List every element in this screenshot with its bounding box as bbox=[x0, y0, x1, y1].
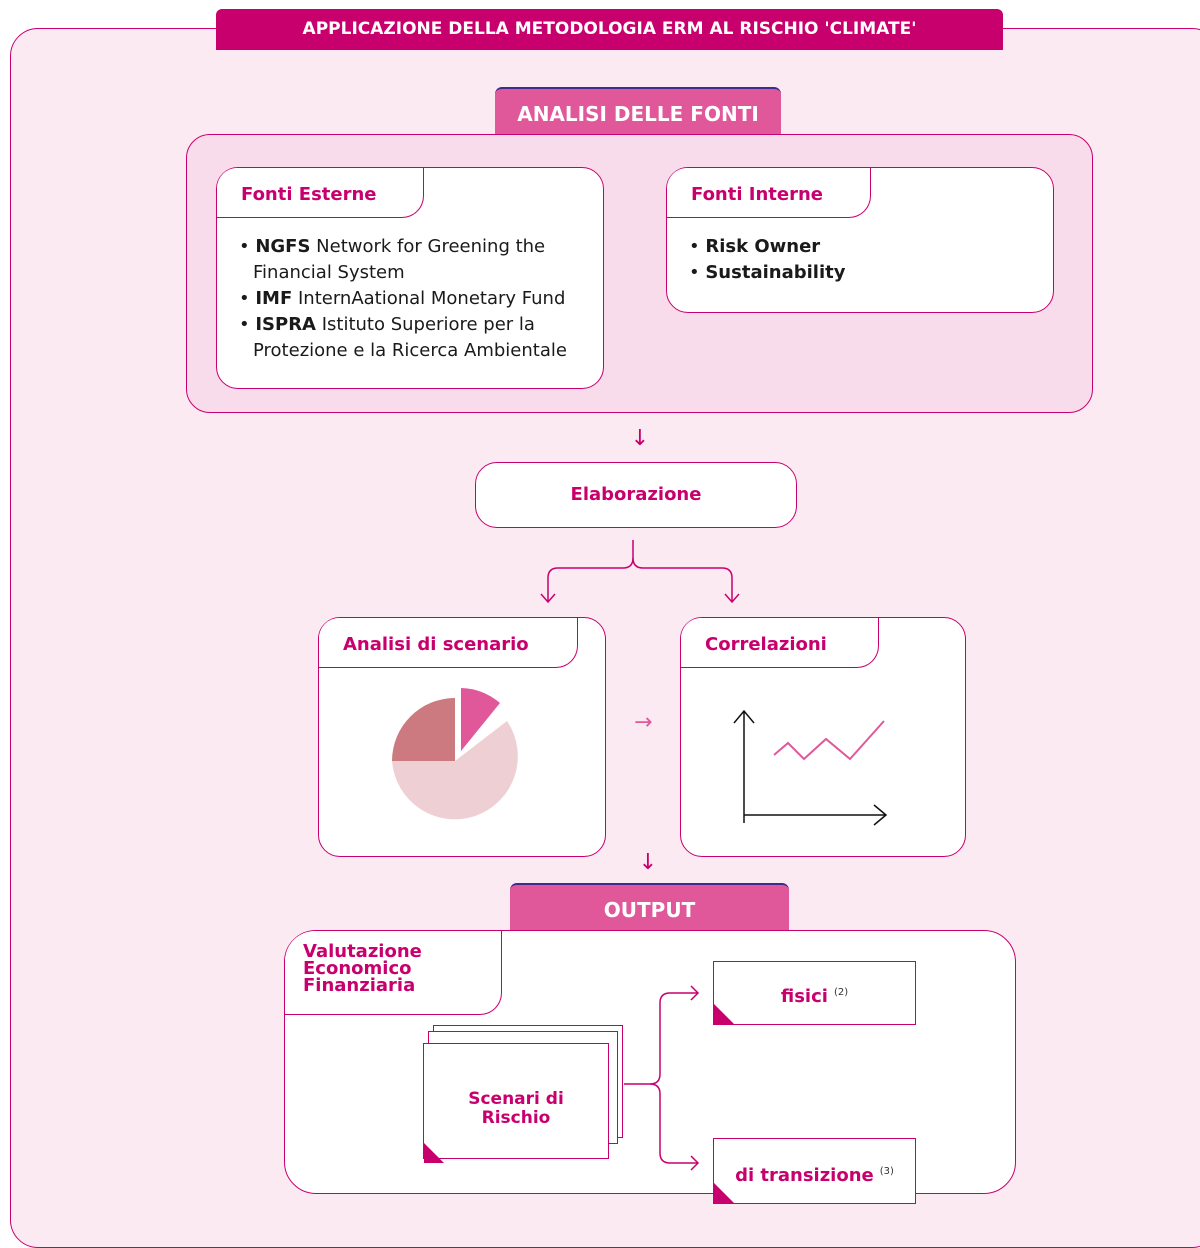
list-item: • ISPRA Istituto Superiore per la Protez… bbox=[239, 314, 567, 361]
external-sources-title: Fonti Esterne bbox=[217, 168, 424, 218]
scenari-line: Rischio bbox=[481, 1108, 551, 1128]
internal-sources-list: • Risk Owner • Sustainability bbox=[689, 234, 1029, 286]
correlazioni-card: Correlazioni bbox=[680, 617, 966, 857]
internal-sources-title: Fonti Interne bbox=[667, 168, 871, 218]
list-item: • Risk Owner bbox=[689, 236, 821, 257]
scenari-card: Scenari di Rischio bbox=[423, 1043, 609, 1159]
line-chart-icon bbox=[733, 709, 888, 826]
arrow-down-icon: ↓ bbox=[638, 850, 658, 875]
list-item: • IMF InternAational Monetary Fund bbox=[239, 288, 566, 309]
fisici-label: fisici bbox=[780, 986, 828, 1007]
internal-sources-card: Fonti Interne • Risk Owner • Sustainabil… bbox=[666, 167, 1054, 313]
list-item: • NGFS Network for Greening the Financia… bbox=[239, 236, 546, 283]
elaborazione-box: Elaborazione bbox=[475, 462, 797, 528]
scenari-line: Scenari di bbox=[468, 1089, 564, 1109]
valutazione-line: Economico bbox=[303, 958, 412, 979]
transizione-label: di transizione bbox=[735, 1165, 874, 1186]
scenario-title: Analisi di scenario bbox=[319, 618, 578, 668]
fisici-card: fisici (2) bbox=[713, 961, 916, 1025]
arrow-down-icon: ↓ bbox=[630, 426, 650, 451]
external-sources-list: • NGFS Network for Greening the Financia… bbox=[239, 234, 589, 364]
valutazione-line: Valutazione bbox=[303, 941, 422, 962]
branch-connector bbox=[624, 985, 700, 1171]
sources-tab: ANALISI DELLE FONTI bbox=[495, 87, 781, 135]
fisici-note: (2) bbox=[833, 987, 849, 998]
output-tab: OUTPUT bbox=[510, 883, 789, 931]
corner-triangle-icon bbox=[714, 1183, 734, 1203]
correlazioni-title: Correlazioni bbox=[681, 618, 879, 668]
scenario-card: Analisi di scenario bbox=[318, 617, 606, 857]
corner-triangle-icon bbox=[714, 1004, 734, 1024]
valutazione-line: Finanziaria bbox=[303, 975, 416, 996]
pie-chart-icon bbox=[392, 688, 518, 820]
arrow-right-icon: → bbox=[634, 710, 653, 735]
external-sources-card: Fonti Esterne • NGFS Network for Greenin… bbox=[216, 167, 604, 389]
list-item: • Sustainability bbox=[689, 262, 846, 283]
split-connector bbox=[540, 540, 740, 604]
valutazione-title: Valutazione Economico Finanziaria bbox=[285, 931, 502, 1015]
transizione-card: di transizione (3) bbox=[713, 1138, 916, 1204]
page-title: APPLICAZIONE DELLA METODOLOGIA ERM AL RI… bbox=[216, 9, 1003, 50]
transizione-note: (3) bbox=[879, 1166, 894, 1177]
corner-triangle-icon bbox=[424, 1143, 444, 1163]
